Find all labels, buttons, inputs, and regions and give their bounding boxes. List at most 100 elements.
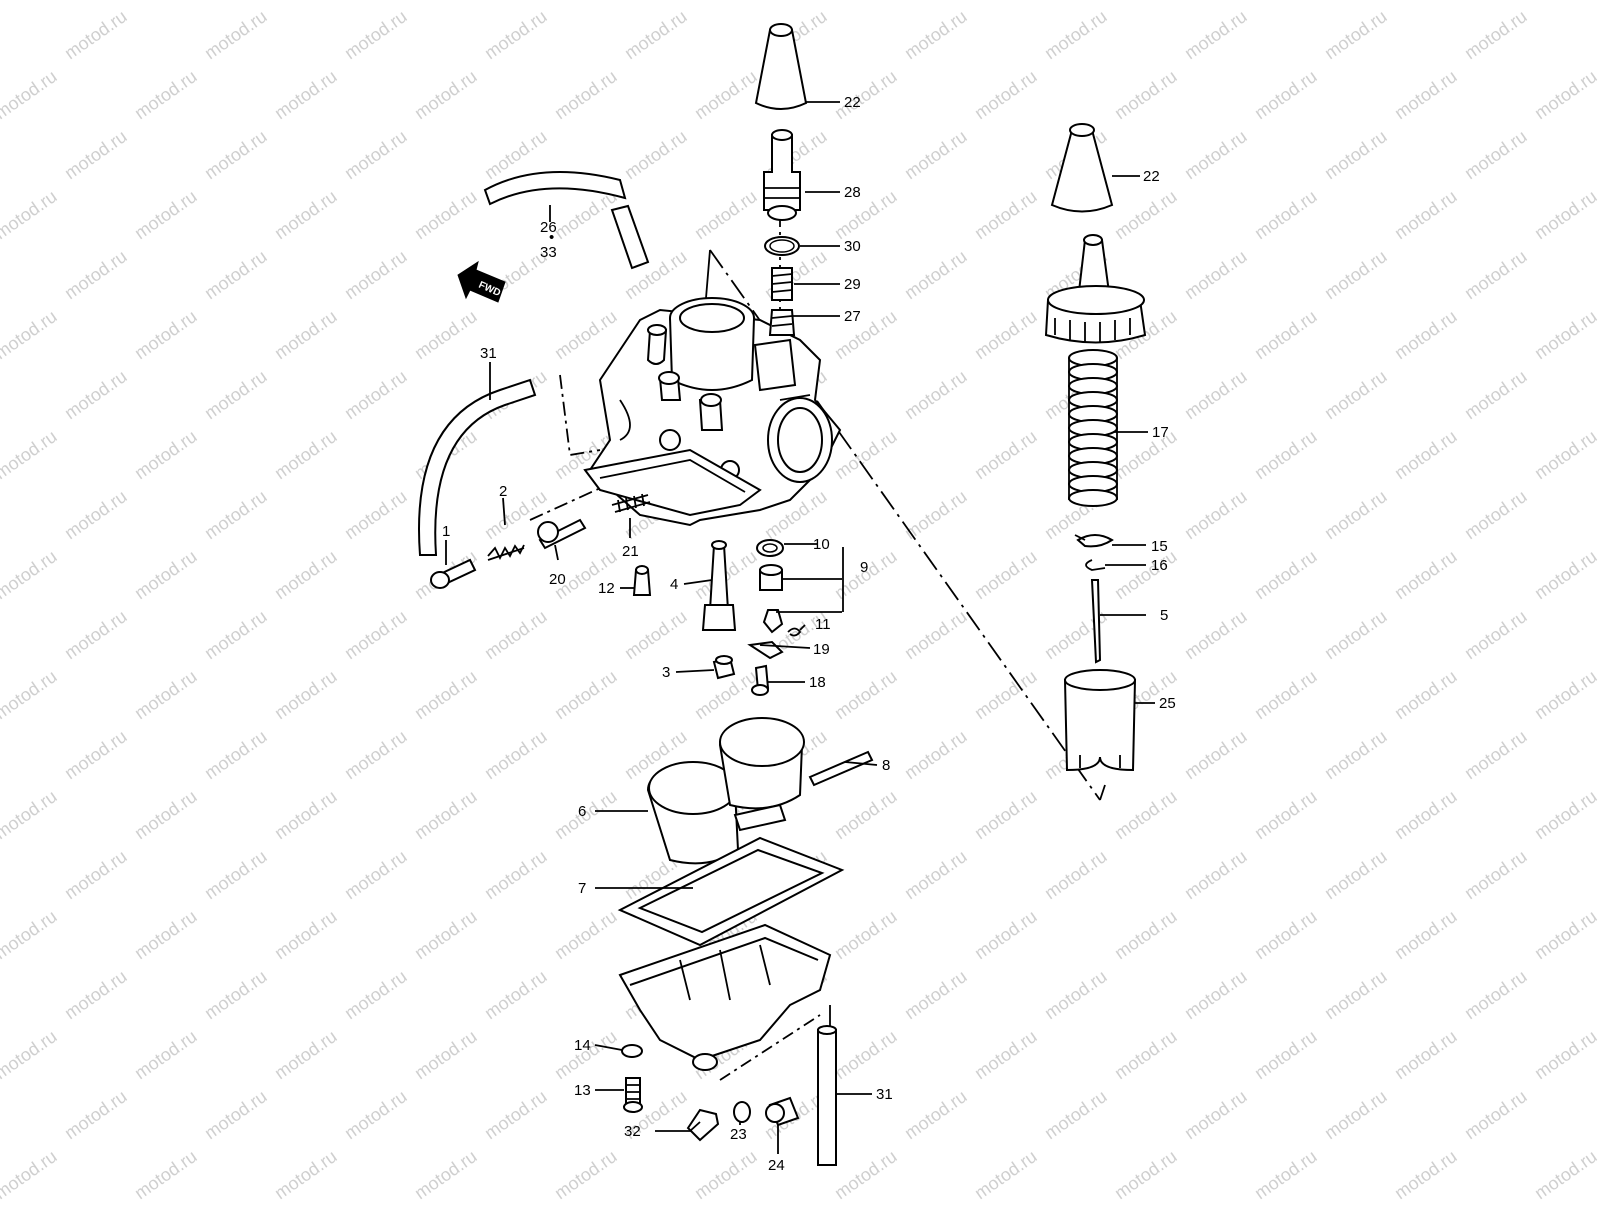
watermark-text: motod.ru	[1391, 306, 1461, 363]
watermark-text: motod.ru	[901, 606, 971, 663]
watermark-text: motod.ru	[131, 306, 201, 363]
watermark-text: motod.ru	[131, 1146, 201, 1200]
callout-31b: 31	[876, 1086, 893, 1103]
watermark-text: motod.ru	[1251, 1146, 1321, 1200]
watermark-text: motod.ru	[1461, 246, 1531, 303]
watermark-text: motod.ru	[901, 366, 971, 423]
throttle-assembly	[1044, 123, 1147, 772]
watermark-text: motod.ru	[131, 0, 201, 3]
watermark-text: motod.ru	[131, 906, 201, 963]
watermark-text: motod.ru	[1461, 606, 1531, 663]
watermark-text: motod.ru	[1321, 606, 1391, 663]
callout-14: 14	[574, 1037, 591, 1054]
watermark-text: motod.ru	[271, 546, 341, 603]
watermark-text: motod.ru	[61, 966, 131, 1023]
callout-6: 6	[578, 803, 586, 820]
callout-dot: •	[549, 229, 554, 246]
callout-4: 4	[670, 576, 678, 593]
watermark-text: motod.ru	[621, 606, 691, 663]
watermark-text: motod.ru	[1251, 66, 1321, 123]
watermark-text: motod.ru	[271, 186, 341, 243]
watermark-text: motod.ru	[1531, 426, 1600, 483]
watermark-text: motod.ru	[621, 6, 691, 63]
watermark-text: motod.ru	[1181, 366, 1251, 423]
watermark-text: motod.ru	[0, 786, 60, 843]
callout-33: 33	[540, 244, 557, 261]
watermark-text: motod.ru	[61, 486, 131, 543]
watermark-text: motod.ru	[201, 606, 271, 663]
watermark-text: motod.ru	[971, 1026, 1041, 1083]
watermark-text: motod.ru	[901, 126, 971, 183]
watermark-text: motod.ru	[341, 486, 411, 543]
watermark-text: motod.ru	[271, 786, 341, 843]
watermark-text: motod.ru	[1041, 846, 1111, 903]
watermark-text: motod.ru	[131, 426, 201, 483]
watermark-text: motod.ru	[831, 0, 901, 3]
watermark-text: motod.ru	[1531, 906, 1600, 963]
watermark-text: motod.ru	[1251, 0, 1321, 3]
watermark-text: motod.ru	[1251, 666, 1321, 723]
watermark-text: motod.ru	[971, 186, 1041, 243]
watermark-text: motod.ru	[1461, 966, 1531, 1023]
watermark-text: motod.ru	[1391, 546, 1461, 603]
watermark-text: motod.ru	[271, 0, 341, 3]
watermark-text: motod.ru	[1391, 906, 1461, 963]
watermark-text: motod.ru	[971, 666, 1041, 723]
leader-lines	[445, 101, 1155, 1154]
watermark-text: motod.ru	[551, 1026, 621, 1083]
watermark-text: motod.ru	[341, 6, 411, 63]
watermark-text: motod.ru	[131, 546, 201, 603]
watermark-text: motod.ru	[271, 306, 341, 363]
callout-23: 23	[730, 1126, 747, 1143]
watermark-text: motod.ru	[411, 906, 481, 963]
spring-outline	[1068, 358, 1118, 500]
callout-17: 17	[1152, 424, 1169, 441]
watermark-text: motod.ru	[1251, 906, 1321, 963]
watermark-text: motod.ru	[411, 1026, 481, 1083]
watermark-text: motod.ru	[1111, 186, 1181, 243]
hoses	[418, 171, 837, 1166]
watermark-text: motod.ru	[1041, 1086, 1111, 1143]
watermark-text: motod.ru	[61, 366, 131, 423]
watermark-text: motod.ru	[1461, 1086, 1531, 1143]
watermark-text: motod.ru	[481, 606, 551, 663]
watermark-text: motod.ru	[551, 906, 621, 963]
watermark-text: motod.ru	[131, 666, 201, 723]
watermark-text: motod.ru	[341, 726, 411, 783]
watermark-text: motod.ru	[0, 66, 60, 123]
callout-27: 27	[844, 308, 861, 325]
watermark-text: motod.ru	[1391, 66, 1461, 123]
watermark-text: motod.ru	[271, 66, 341, 123]
watermark-text: motod.ru	[0, 906, 60, 963]
float-bowl-assembly	[617, 717, 845, 1142]
watermark-text: motod.ru	[411, 666, 481, 723]
watermark-text: motod.ru	[901, 966, 971, 1023]
watermark-text: motod.ru	[0, 186, 60, 243]
watermark-text: motod.ru	[61, 6, 131, 63]
callout-30: 30	[844, 238, 861, 255]
callout-29: 29	[844, 276, 861, 293]
callout-21: 21	[622, 543, 639, 560]
watermark-text: motod.ru	[0, 426, 60, 483]
watermark-text: motod.ru	[201, 846, 271, 903]
watermark-text: motod.ru	[1111, 1026, 1181, 1083]
watermark-text: motod.ru	[201, 126, 271, 183]
callout-20: 20	[549, 571, 566, 588]
watermark-text: motod.ru	[271, 906, 341, 963]
watermark-text: motod.ru	[971, 546, 1041, 603]
watermark-text: motod.ru	[341, 126, 411, 183]
watermark-text: motod.ru	[0, 306, 60, 363]
watermark-text: motod.ru	[1251, 306, 1321, 363]
watermark-text: motod.ru	[1461, 486, 1531, 543]
watermark-text: motod.ru	[481, 846, 551, 903]
watermark-text: motod.ru	[1321, 966, 1391, 1023]
watermark-text: motod.ru	[1531, 1026, 1600, 1083]
watermark-text: motod.ru	[201, 1086, 271, 1143]
watermark-text: motod.ru	[1391, 0, 1461, 3]
watermark-text: motod.ru	[1181, 1086, 1251, 1143]
callout-8: 8	[882, 757, 890, 774]
watermark-text: motod.ru	[691, 186, 761, 243]
watermark-text: motod.ru	[1181, 726, 1251, 783]
watermark-text: motod.ru	[481, 6, 551, 63]
